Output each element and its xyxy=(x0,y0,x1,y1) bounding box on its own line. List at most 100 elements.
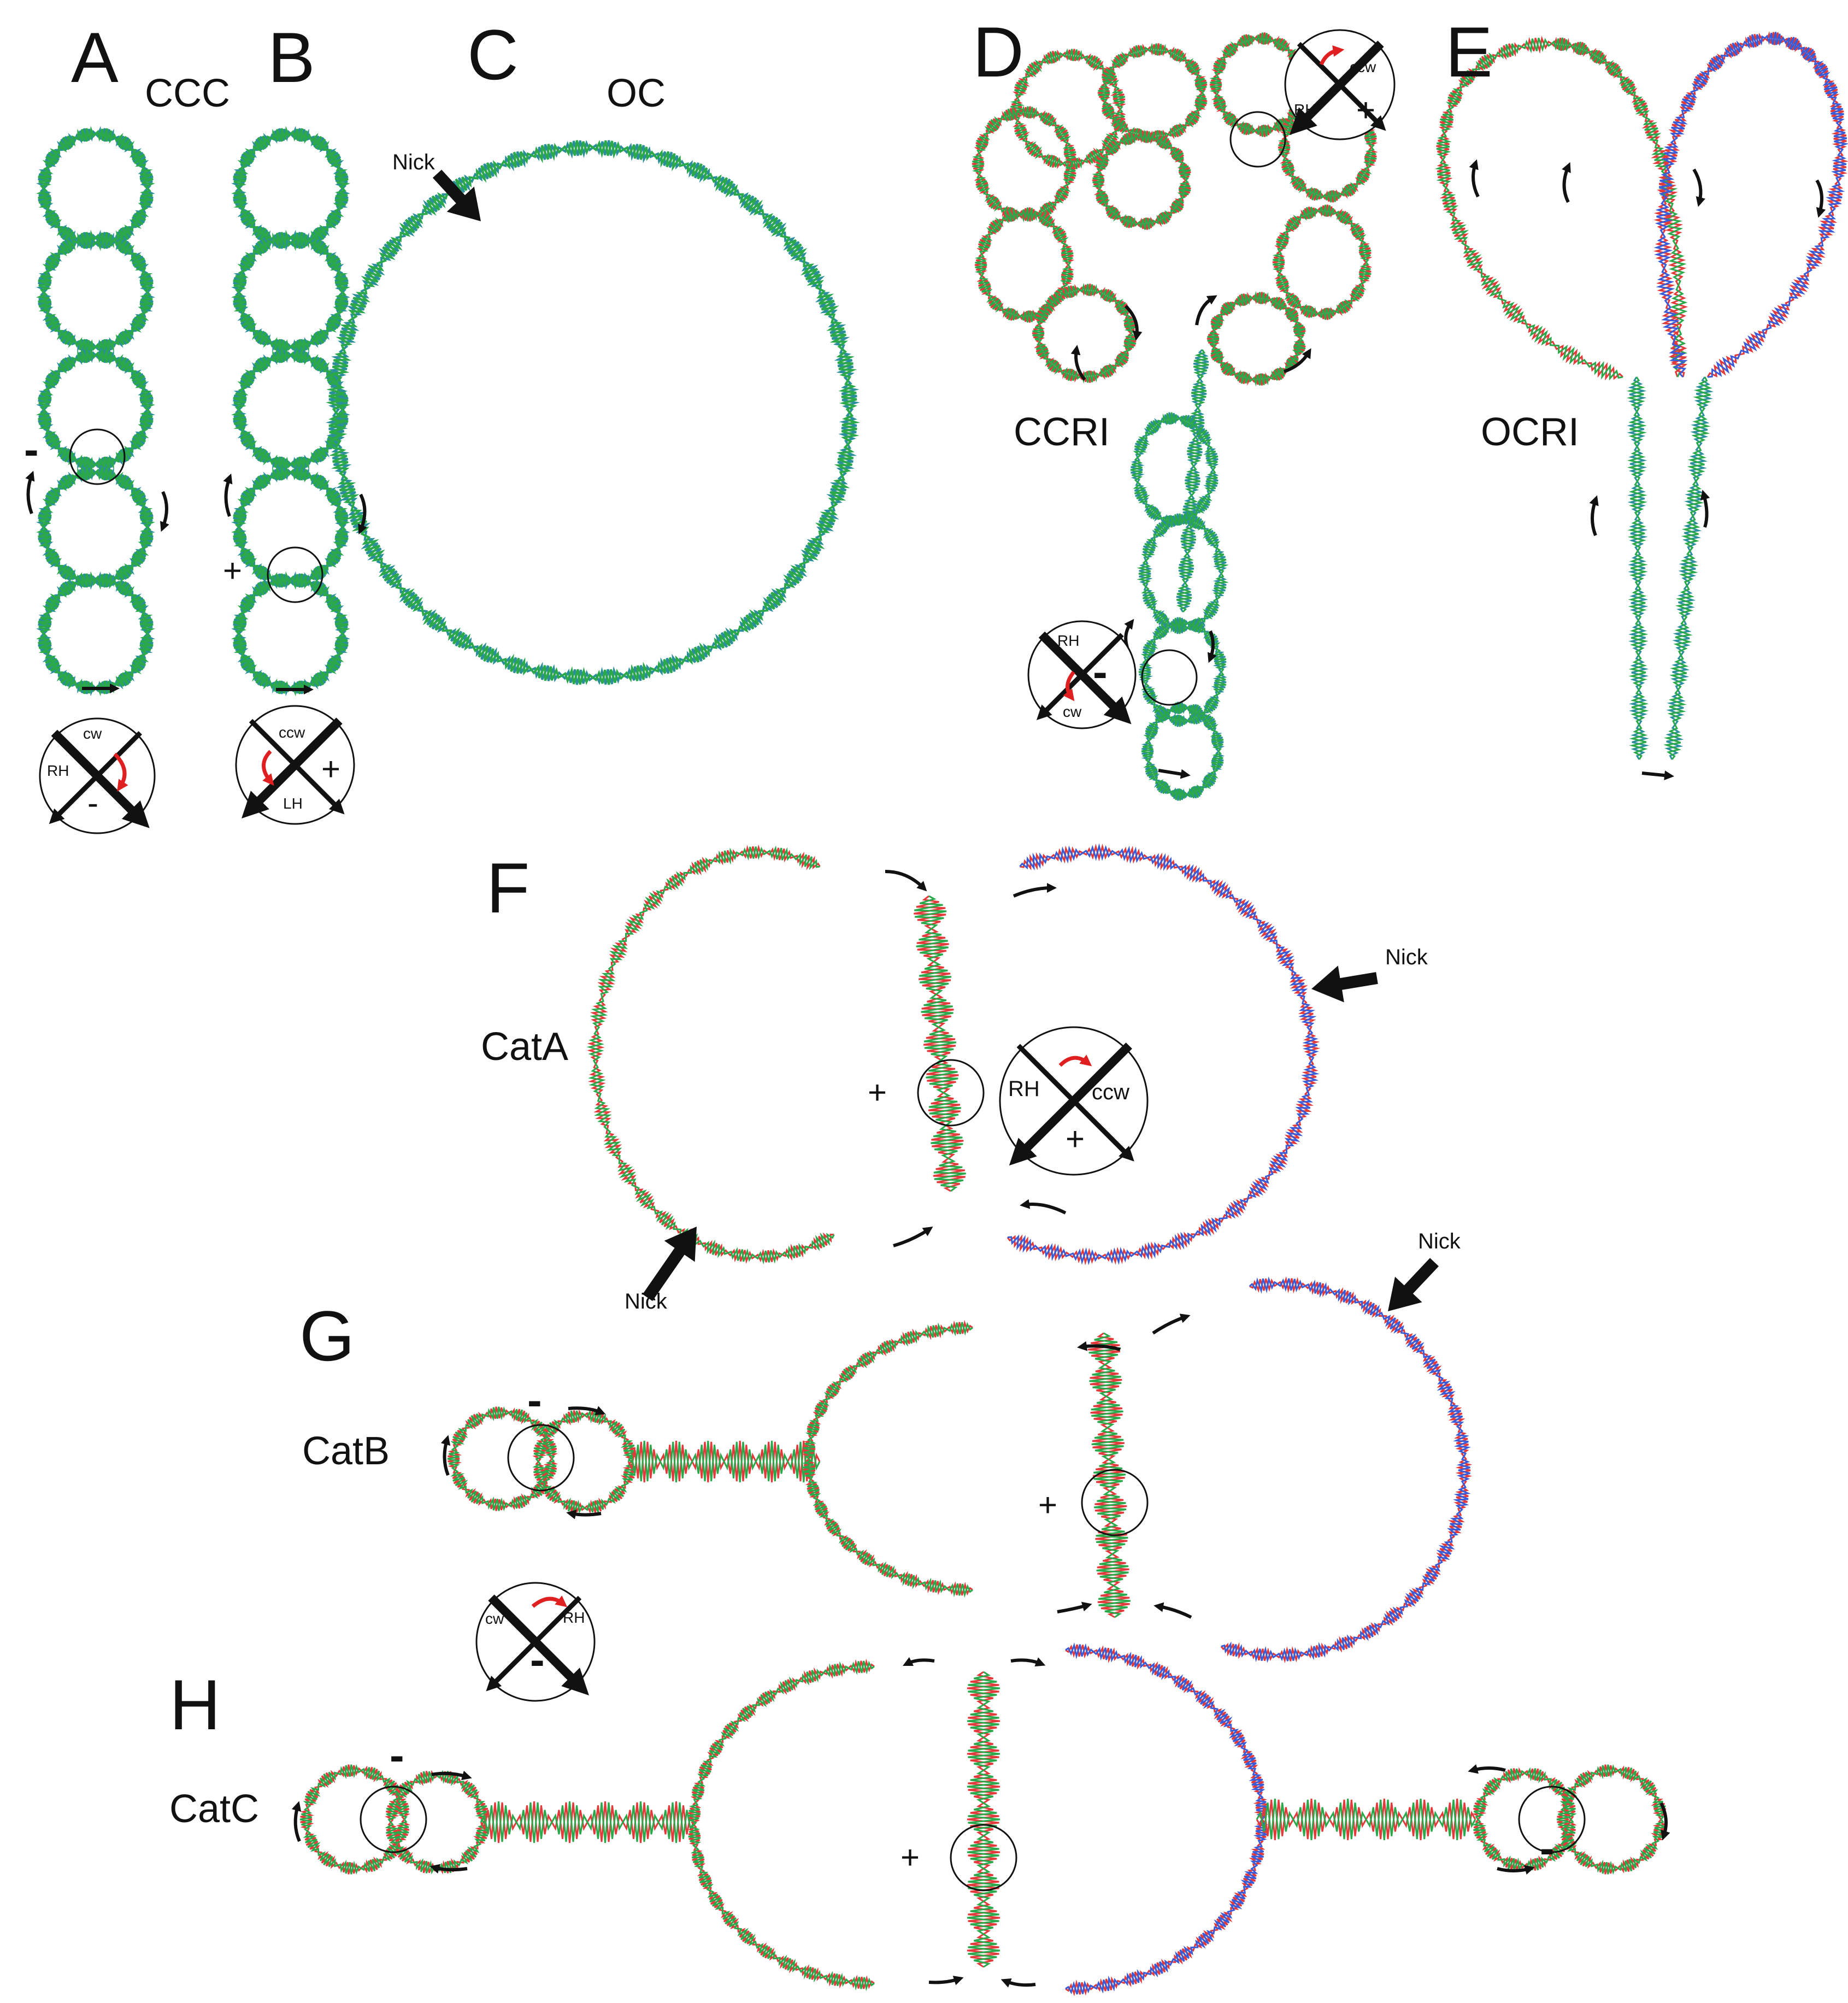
key-b-bottom: LH xyxy=(283,795,303,812)
g-arrow-5 xyxy=(566,1509,602,1519)
panel-d-coil-1-strand-2 xyxy=(1137,513,1229,634)
panel-d-loop-7-strand-2 xyxy=(1032,282,1137,384)
nick-label-f-right: Nick xyxy=(1385,945,1428,969)
d-arrow-4 xyxy=(1284,348,1311,373)
dna-strands xyxy=(36,31,1848,1996)
key-d-top-ccw: ccw xyxy=(1350,58,1376,75)
crossing-circle-5 xyxy=(507,1424,575,1492)
a-arrow-right xyxy=(160,491,169,532)
strand-direction-arrows xyxy=(25,159,1826,1988)
panel-d-loop-4-strand-1 xyxy=(972,106,1078,222)
f-arrow-1 xyxy=(885,870,927,892)
label-catc: CatC xyxy=(169,1787,259,1831)
nick-label-g: Nick xyxy=(1418,1229,1461,1253)
panel-d-loop-8-strand-1 xyxy=(1207,292,1306,386)
panel-a-loop-1-strand-1 xyxy=(36,229,156,355)
f-arrow-2 xyxy=(1013,883,1057,898)
key-g-strand-under xyxy=(488,1594,589,1695)
panel-b-loop-1-strand-2 xyxy=(231,229,351,355)
key-a-bottom: - xyxy=(87,785,98,821)
nick-arrows xyxy=(432,169,1439,1311)
e-arrow-7 xyxy=(1641,770,1674,781)
panel-d-loop-6-strand-2 xyxy=(1273,204,1372,320)
panel-letter-b: B xyxy=(268,17,315,97)
key-g-minus: - xyxy=(530,1635,545,1684)
key-b-top: ccw xyxy=(279,724,305,741)
panel-g-left-ring-strand-1 xyxy=(802,1319,973,1596)
panel-letter-f: F xyxy=(486,848,529,928)
nick-arrow-c xyxy=(432,169,481,221)
key-f-strand-under xyxy=(1016,1044,1134,1162)
key-d-bottom-cw: cw xyxy=(1063,703,1082,720)
panel-h-catenane-core-strand-2 xyxy=(967,1671,1000,1968)
panel-b-loop-4-strand-2 xyxy=(231,571,351,697)
panel-e-right-lobe-b-strand-2 xyxy=(1707,32,1848,378)
crossing-sign-keys xyxy=(39,29,1396,1702)
label-cata: CatA xyxy=(481,1025,568,1069)
sign-g-plus: + xyxy=(1038,1487,1057,1523)
b-arrow-right xyxy=(358,493,367,535)
crossing-circle-3 xyxy=(1141,649,1198,706)
panel-e-stem-left-strand-2 xyxy=(1626,376,1649,760)
panel-e-left-lobe-b-strand-2 xyxy=(1551,37,1688,378)
nick-label-f-bottom: Nick xyxy=(625,1289,668,1313)
key-f-rotation-arrow xyxy=(1058,1054,1092,1067)
panel-h-catenane-core-strand-1 xyxy=(967,1671,1000,1968)
panel-a-loop-4-strand-1 xyxy=(36,571,156,697)
e-arrow-6 xyxy=(1700,490,1710,528)
crossing-circle-8 xyxy=(950,1824,1017,1892)
panel-g-loop-2-strand-2 xyxy=(532,1409,637,1514)
panel-e-stem-right-strand-1 xyxy=(1664,376,1714,760)
panel-d-coil-3-strand-2 xyxy=(1141,702,1224,801)
panel-d-loop-5-strand-2 xyxy=(975,207,1074,323)
g-arrow-1 xyxy=(1077,1341,1121,1351)
nick-arrow-f-bottom xyxy=(643,1227,697,1301)
panel-b-loop-4-strand-1 xyxy=(231,571,351,697)
e-arrow-3 xyxy=(1692,168,1706,207)
a-arrow-left xyxy=(25,470,35,515)
panel-b-loop-1-strand-1 xyxy=(231,229,351,355)
crossing-circle-9 xyxy=(1518,1786,1586,1853)
panel-d-loop-8-strand-2 xyxy=(1207,291,1306,387)
panel-d-coil-0-strand-2 xyxy=(1130,412,1219,528)
sign-f-plus: + xyxy=(868,1074,887,1111)
key-d-top-rotation-arrow xyxy=(1319,45,1345,66)
panel-h-left-ring-strand-2 xyxy=(688,1660,875,1992)
panel-f-right-ring-strand-2 xyxy=(1007,843,1320,1265)
d-arrow-7 xyxy=(1158,769,1191,779)
panel-a-loop-0-strand-2 xyxy=(36,126,156,251)
key-f-ccw: ccw xyxy=(1092,1080,1129,1104)
panel-letter-g: G xyxy=(299,1296,355,1376)
nick-arrow-g xyxy=(1388,1258,1439,1311)
panel-g-supercoil-strand-2 xyxy=(627,1440,821,1483)
key-a-left: RH xyxy=(47,762,69,779)
panel-d-stem-strand-2 xyxy=(1176,349,1209,613)
panel-g-loop-1-strand-2 xyxy=(447,1406,557,1512)
key-b-rotation-arrow xyxy=(262,750,274,786)
key-d-bottom-minus: - xyxy=(1093,647,1108,696)
panel-f-catenane-core-strand-2 xyxy=(914,895,966,1192)
panel-b-loop-2-strand-1 xyxy=(231,347,351,473)
panel-h-right-ring-strand-2 xyxy=(1065,1642,1268,1995)
panel-h-loop-right-2-strand-1 xyxy=(1557,1764,1667,1875)
key-g-rh: RH xyxy=(563,1609,585,1626)
key-d-top-strand-under xyxy=(1297,42,1386,131)
panel-g-catenane-core-strand-1 xyxy=(1087,1332,1130,1618)
g-arrow-6 xyxy=(1057,1601,1092,1613)
panel-e-right-lobe-a-strand-1 xyxy=(1653,32,1766,378)
panel-a-loop-3-strand-2 xyxy=(36,464,156,590)
panel-h-left-ring-strand-1 xyxy=(688,1658,875,1989)
d-arrow-2 xyxy=(1124,304,1143,341)
panel-d-coil-0-strand-1 xyxy=(1131,412,1219,528)
panel-d-stem-strand-1 xyxy=(1176,349,1209,612)
panel-d-loop-7-strand-1 xyxy=(1032,284,1137,383)
crossing-circle-1 xyxy=(267,546,323,603)
panel-d-loop-4-strand-2 xyxy=(972,105,1076,223)
panel-e-left-lobe-a-strand-2 xyxy=(1434,38,1623,381)
nick-arrow-f-right xyxy=(1311,965,1378,1003)
crossing-circles xyxy=(69,111,1586,1892)
key-a-top: cw xyxy=(83,725,102,742)
panel-g-right-ring-strand-2 xyxy=(1221,1276,1471,1663)
panel-d-loop-2-strand-1 xyxy=(1209,32,1310,137)
sign-h-minus-right: - xyxy=(1540,1824,1555,1872)
